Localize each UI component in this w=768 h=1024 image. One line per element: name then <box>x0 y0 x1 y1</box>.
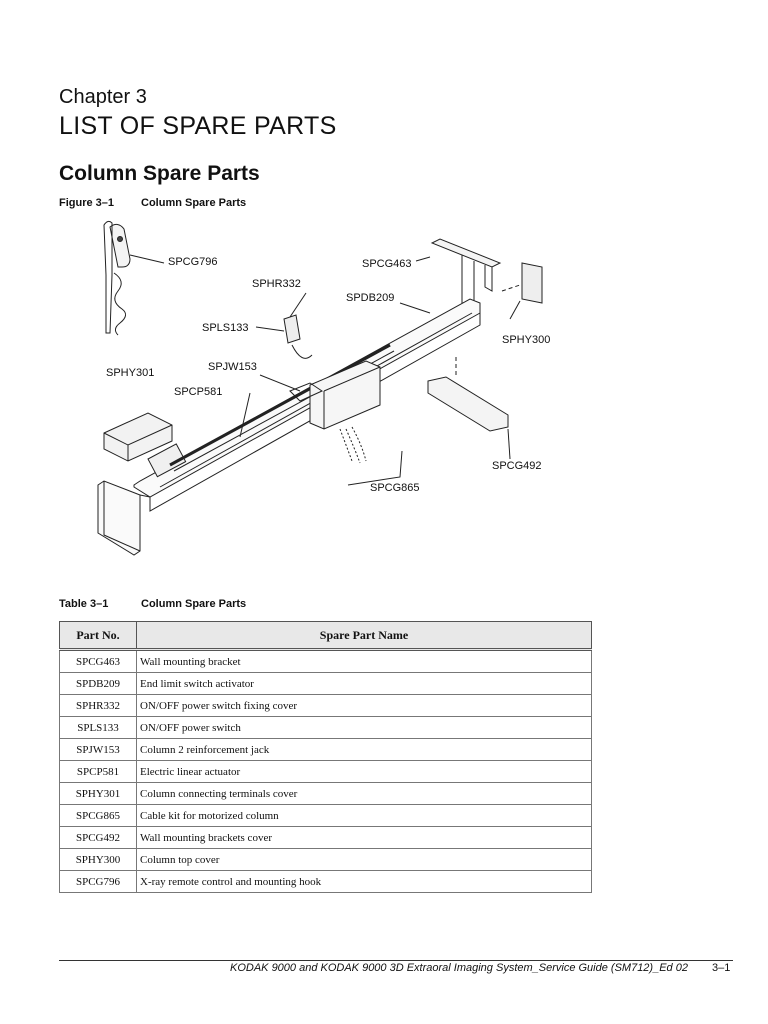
part-number-cell: SPHY300 <box>59 848 137 871</box>
part-number-cell: SPCG463 <box>59 649 137 673</box>
table-caption-text: Column Spare Parts <box>141 598 247 610</box>
callout-spcp581: SPCP581 <box>174 386 222 398</box>
section-title: Column Spare Parts <box>59 162 260 185</box>
figure-number: Figure 3–1 <box>59 197 115 209</box>
page-number: 3–1 <box>712 962 731 974</box>
header-spare-part-name: Spare Part Name <box>136 621 592 651</box>
callout-sphy300: SPHY300 <box>502 334 550 346</box>
callout-spcg492: SPCG492 <box>492 460 542 472</box>
figure-caption-text: Column Spare Parts <box>141 197 247 209</box>
callout-sphr332: SPHR332 <box>252 278 301 290</box>
part-number-cell: SPJW153 <box>59 738 137 761</box>
part-name-cell: Column top cover <box>136 848 592 871</box>
switch-illustration <box>283 314 301 344</box>
part-name-cell: X-ray remote control and mounting hook <box>136 870 592 893</box>
part-name-cell: Electric linear actuator <box>136 760 592 783</box>
exploded-view-drawing: SPCG796 SPCG463 SPHR332 SPDB209 SPLS133 … <box>97 220 550 556</box>
part-number-cell: SPHR332 <box>59 694 137 717</box>
part-number-cell: SPDB209 <box>59 672 137 695</box>
table-number: Table 3–1 <box>59 598 109 610</box>
callout-spls133: SPLS133 <box>202 322 248 334</box>
part-name-cell: Wall mounting bracket <box>136 649 592 673</box>
callout-spdb209: SPDB209 <box>346 292 394 304</box>
top-cover-illustration <box>521 262 543 304</box>
callout-sphy301: SPHY301 <box>106 367 154 379</box>
callout-spcg463: SPCG463 <box>362 258 412 270</box>
part-number-cell: SPCG492 <box>59 826 137 849</box>
part-name-cell: Column connecting terminals cover <box>136 782 592 805</box>
part-name-cell: Cable kit for motorized column <box>136 804 592 827</box>
part-number-cell: SPCG796 <box>59 870 137 893</box>
wall-bracket-illustration <box>430 238 502 312</box>
part-name-cell: Column 2 reinforcement jack <box>136 738 592 761</box>
footer-divider <box>59 960 733 961</box>
remote-control-illustration <box>103 220 131 336</box>
page-title: LIST OF SPARE PARTS <box>59 112 337 140</box>
part-name-cell: Wall mounting brackets cover <box>136 826 592 849</box>
part-number-cell: SPLS133 <box>59 716 137 739</box>
table-caption: Table 3–1 Column Spare Parts <box>59 598 246 610</box>
column-parts-diagram: SPCG796 SPCG463 SPHR332 SPDB209 SPLS133 … <box>90 215 580 560</box>
part-number-cell: SPCG865 <box>59 804 137 827</box>
carriage-illustration <box>289 360 381 430</box>
part-name-cell: ON/OFF power switch <box>136 716 592 739</box>
bracket-cover-illustration <box>427 376 509 432</box>
table-header-row: Part No. Spare Part Name <box>59 621 592 651</box>
part-number-cell: SPHY301 <box>59 782 137 805</box>
figure-caption: Figure 3–1 Column Spare Parts <box>59 197 246 209</box>
callout-spjw153: SPJW153 <box>208 361 257 373</box>
chapter-label: Chapter 3 <box>59 86 147 108</box>
header-part-no: Part No. <box>59 621 137 651</box>
footer-text: KODAK 9000 and KODAK 9000 3D Extraoral I… <box>230 962 688 974</box>
part-number-cell: SPCP581 <box>59 760 137 783</box>
part-name-cell: End limit switch activator <box>136 672 592 695</box>
callout-spcg796: SPCG796 <box>168 256 218 268</box>
terminals-cover-illustration <box>103 412 173 462</box>
part-name-cell: ON/OFF power switch fixing cover <box>136 694 592 717</box>
callout-spcg865: SPCG865 <box>370 482 420 494</box>
cable-kit-bracket <box>347 450 403 486</box>
